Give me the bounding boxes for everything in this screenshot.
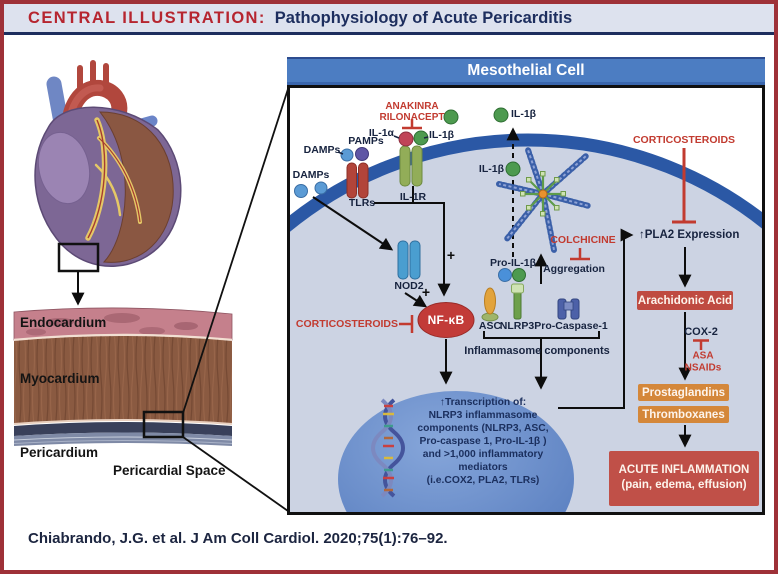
asc-label: ASC — [478, 320, 502, 332]
inflammasome-components-label: Inflammasome components — [464, 345, 610, 357]
pro-caspase1-protein-icon — [557, 298, 580, 320]
tissue-zoom-rect — [142, 410, 185, 439]
prostaglandins-box: Prostaglandins — [638, 384, 729, 401]
transcription-line: Pro-caspase 1, Pro-IL-1β ) — [419, 436, 547, 447]
il1-beta-molecule — [493, 107, 509, 123]
transcription-line: NLRP3 inflammasome — [428, 410, 538, 421]
pericardial-space-label: Pericardial Space — [113, 463, 226, 478]
aggregation-label: Aggregation — [543, 263, 605, 275]
damps-molecule — [314, 181, 328, 195]
mesothelial-cell-header: Mesothelial Cell — [287, 57, 765, 85]
pro-il1b-molecule — [512, 268, 526, 282]
corticosteroids-right-label: CORTICOSTEROIDS — [632, 134, 736, 146]
arachidonic-acid-box: Arachidonic Acid — [637, 291, 733, 310]
title-bar: CENTRAL ILLUSTRATION: Pathophysiology of… — [4, 4, 774, 35]
il1r-label: IL-1R — [399, 191, 427, 203]
il1-alpha-molecule — [398, 131, 414, 147]
pro-caspase1-label: Pro-Caspase-1 — [534, 320, 608, 332]
damps-molecule — [340, 148, 354, 162]
pamps-label: PAMPs — [348, 135, 384, 147]
label-connectors — [337, 135, 429, 155]
pro-il1b-label: Pro-IL-1β — [489, 257, 537, 269]
anakinra-label: ANAKINRA — [385, 101, 439, 112]
transcription-line: (i.e.COX2, PLA2, TLRs) — [426, 475, 540, 486]
nsaids-label: NSAIDs — [684, 362, 722, 374]
transcription-line: and >1,000 inflammatory — [422, 449, 544, 460]
tlrs-label: TLRs — [348, 197, 376, 209]
damps-lower-label: DAMPs — [292, 169, 330, 181]
colchicine-label: COLCHICINE — [550, 234, 616, 246]
nod2-receptor — [397, 240, 421, 280]
heart-illustration — [34, 60, 182, 267]
nucleus — [338, 391, 574, 512]
pericardium-label: Pericardium — [20, 445, 99, 460]
plus-sign: + — [446, 247, 456, 263]
transcription-text: ↑Transcription of: NLRP3 inflammasome co… — [393, 396, 573, 487]
cox2-label: COX-2 — [684, 326, 718, 338]
damps-molecule — [294, 184, 308, 198]
transcription-line: mediators — [458, 462, 508, 473]
nfkb-node — [417, 302, 475, 338]
nlrp3-label: NLRP3 — [499, 320, 535, 332]
il1r-receptor — [399, 145, 423, 187]
il1-beta-receptor-label: IL-1β — [429, 129, 455, 141]
anakinra-rilonacept-label: ANAKINRA RILONACEPT — [380, 101, 445, 123]
acute-inflammation-line2: (pain, edema, effusion) — [621, 479, 747, 491]
asa-label: ASA — [692, 350, 714, 362]
heart-zoom-rect — [57, 242, 100, 273]
title-prefix: CENTRAL ILLUSTRATION: — [28, 8, 266, 27]
endocardium-label: Endocardium — [20, 315, 107, 330]
tissue-section — [13, 307, 233, 446]
cell-diagram-panel: ANAKINRA RILONACEPT IL-1α IL-1β PAMPs DA… — [287, 85, 765, 515]
il1-beta-molecule — [505, 161, 521, 177]
page-title: Pathophysiology of Acute Pericarditis — [274, 8, 573, 27]
pro-il1b-molecule — [498, 268, 512, 282]
tlrs-receptor — [346, 162, 369, 199]
il1-beta-molecule — [413, 130, 429, 146]
acute-inflammation-box: ACUTE INFLAMMATION (pain, edema, effusio… — [609, 451, 759, 506]
transcription-line: components (NLRP3, ASC, — [417, 423, 549, 434]
corticosteroids-left-label: CORTICOSTEROIDS — [295, 318, 398, 330]
inhibition-bars — [399, 119, 709, 350]
mesothelial-cell-title: Mesothelial Cell — [467, 61, 585, 79]
il1-beta-outside-label: IL-1β — [511, 108, 537, 120]
thromboxanes-box: Thromboxanes — [638, 406, 729, 423]
citation: Chiabrando, J.G. et al. J Am Coll Cardio… — [28, 530, 448, 547]
transcription-line: ↑Transcription of: — [439, 397, 527, 408]
inflammasome-aggregate — [496, 147, 592, 253]
rilonacept-label: RILONACEPT — [379, 112, 445, 123]
magnify-line-top — [182, 88, 289, 414]
nfkb-label: NF-κB — [427, 313, 465, 327]
pla2-expression-label: ↑PLA2 Expression — [639, 229, 740, 241]
il1-alpha-label: IL-1α — [368, 127, 394, 139]
dna-helix-icon — [371, 398, 405, 498]
magnify-line-bottom — [182, 436, 289, 512]
nod2-label: NOD2 — [394, 280, 424, 292]
damps-upper-label: DAMPs — [303, 144, 341, 156]
asc-protein-icon — [481, 287, 499, 322]
acute-inflammation-line1: ACUTE INFLAMMATION — [618, 464, 750, 476]
pamps-molecule — [355, 147, 369, 161]
plus-sign: + — [421, 284, 431, 300]
il1-beta-molecule — [443, 109, 459, 125]
nlrp3-protein-icon — [511, 283, 524, 320]
il1-beta-inside-label: IL-1β — [478, 163, 504, 175]
myocardium-label: Myocardium — [20, 371, 100, 386]
